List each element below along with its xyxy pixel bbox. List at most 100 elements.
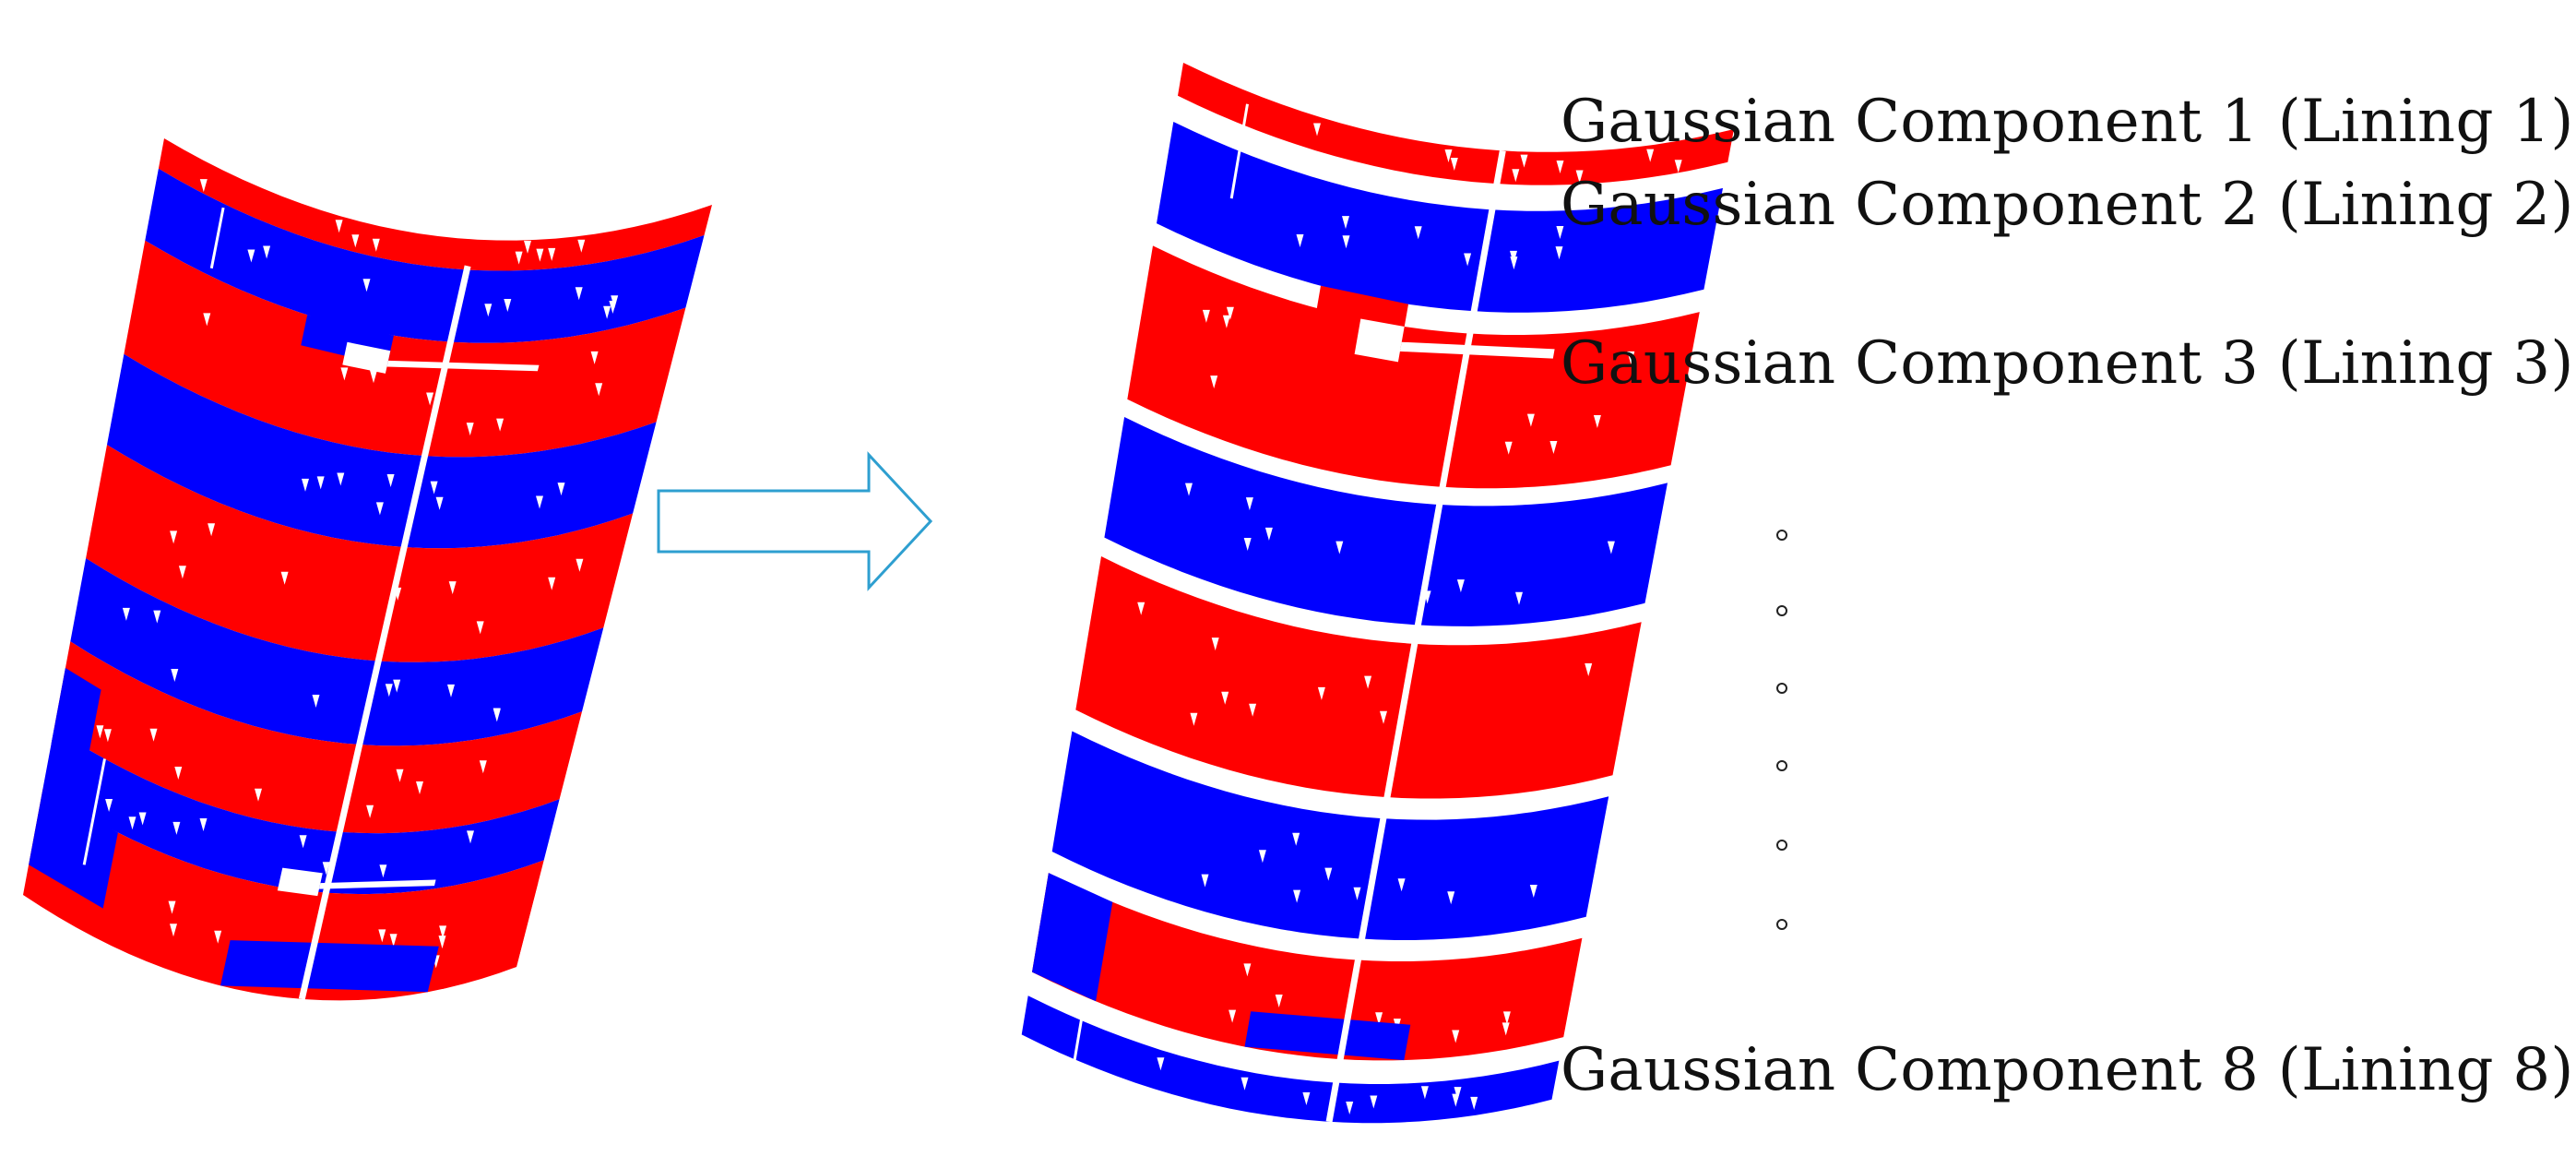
vertical-seam xyxy=(1325,149,1506,1123)
lining-band-6 xyxy=(70,558,604,746)
scan-hole xyxy=(1397,878,1406,892)
scan-hole xyxy=(302,478,309,492)
scan-hole xyxy=(1243,538,1252,551)
scan-hole xyxy=(1324,867,1333,881)
scan-hole xyxy=(515,251,523,265)
scan-hole xyxy=(1222,315,1230,328)
lining-band-4 xyxy=(107,353,657,549)
component-1-label: Gaussian Component 1 (Lining 1) xyxy=(1561,88,2574,156)
lining-patch xyxy=(220,940,439,993)
scan-hole xyxy=(493,709,501,722)
scan-hole xyxy=(1456,579,1465,593)
scan-hole xyxy=(504,299,512,312)
lining-patch xyxy=(1244,1011,1411,1061)
scan-hole xyxy=(1353,887,1361,900)
scan-hole xyxy=(1317,686,1325,700)
white-artifact xyxy=(1262,1129,1312,1168)
scan-hole xyxy=(1454,1087,1462,1101)
scan-hole xyxy=(1470,1096,1478,1110)
ellipsis-dot xyxy=(1776,530,1787,541)
scan-hole xyxy=(1226,306,1234,320)
scan-hole xyxy=(1627,351,1635,364)
lining-band-2 xyxy=(145,168,705,343)
scan-hole xyxy=(1202,309,1210,323)
scan-hole xyxy=(1444,149,1453,162)
scan-hole xyxy=(1450,158,1458,171)
scan-hole xyxy=(1520,154,1528,168)
scan-hole xyxy=(476,621,484,635)
scan-hole xyxy=(351,234,360,248)
scan-hole xyxy=(1452,1030,1460,1043)
scan-hole xyxy=(122,607,130,621)
scan-hole xyxy=(1264,527,1273,541)
scan-hole xyxy=(299,835,307,849)
scan-hole xyxy=(1190,712,1198,726)
scan-hole xyxy=(438,936,446,949)
lining-band-1 xyxy=(1178,63,1734,185)
scan-hole xyxy=(1464,253,1472,267)
scan-hole xyxy=(178,566,186,579)
white-artifact xyxy=(277,867,323,897)
scan-hole xyxy=(1296,234,1304,247)
scan-hole xyxy=(1313,123,1321,137)
vertical-seam xyxy=(298,265,471,1000)
scan-hole xyxy=(1515,591,1523,605)
scan-hole xyxy=(467,830,474,844)
scan-hole xyxy=(548,577,556,590)
scan-hole xyxy=(1335,541,1344,554)
scan-hole xyxy=(1211,638,1219,651)
vertical-seam xyxy=(82,758,106,865)
scan-hole xyxy=(1157,1057,1165,1071)
scan-hole xyxy=(1346,1102,1354,1114)
scan-hole xyxy=(603,305,611,319)
lining-band-4 xyxy=(1104,417,1668,626)
scan-hole xyxy=(1245,497,1253,511)
scan-hole xyxy=(96,725,104,739)
ellipsis-dot xyxy=(1776,605,1787,616)
scan-hole xyxy=(1229,1009,1237,1023)
scan-hole xyxy=(105,799,113,812)
scan-hole xyxy=(340,367,349,381)
scan-hole xyxy=(1414,226,1422,240)
scan-hole xyxy=(1380,710,1387,724)
scan-hole xyxy=(416,781,423,794)
scan-hole xyxy=(1646,149,1655,162)
scan-hole xyxy=(1241,1077,1249,1091)
scan-hole xyxy=(576,558,584,572)
scan-hole xyxy=(172,821,181,835)
lining-patch xyxy=(1032,873,1113,1002)
scan-hole xyxy=(1555,246,1563,260)
lining-band-3 xyxy=(1127,245,1700,489)
ellipsis-dot xyxy=(1776,760,1787,771)
scan-hole xyxy=(379,864,387,878)
scan-hole xyxy=(1556,226,1564,239)
scan-hole xyxy=(577,239,586,253)
scan-hole xyxy=(1342,216,1349,230)
component-8-label: Gaussian Component 8 (Lining 8) xyxy=(1561,1036,2574,1104)
scan-hole xyxy=(1556,161,1564,173)
separated-lining-cylinder xyxy=(1021,63,1734,1168)
component-2-label: Gaussian Component 2 (Lining 2) xyxy=(1561,171,2574,239)
scan-hole xyxy=(1593,415,1601,428)
scan-hole xyxy=(1275,995,1283,1007)
scan-hole xyxy=(1512,169,1520,183)
component-3-label: Gaussian Component 3 (Lining 3) xyxy=(1561,329,2574,398)
scan-hole xyxy=(1302,1092,1311,1105)
white-artifact xyxy=(386,360,540,372)
scan-hole xyxy=(255,788,262,802)
scan-hole xyxy=(1375,1012,1383,1026)
scan-hole xyxy=(611,295,619,309)
scan-hole xyxy=(393,679,401,693)
lining-patch xyxy=(51,668,101,766)
scan-hole xyxy=(170,924,177,937)
scan-hole xyxy=(366,804,374,818)
scan-hole xyxy=(199,818,208,831)
scan-hole xyxy=(1258,850,1266,864)
scan-hole xyxy=(595,383,603,397)
lining-patch xyxy=(442,883,539,989)
scan-hole xyxy=(263,245,271,259)
lining-band-3 xyxy=(124,240,686,458)
scan-hole xyxy=(575,287,583,301)
scan-hole xyxy=(1420,1086,1429,1100)
scan-hole xyxy=(1137,602,1146,615)
